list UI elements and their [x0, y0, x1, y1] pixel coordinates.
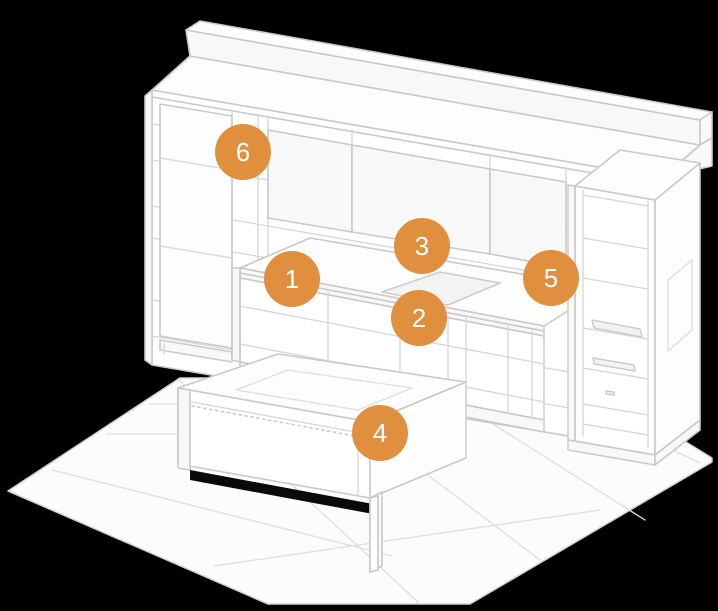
hotspot-label-4: 4 — [372, 418, 388, 448]
hotspot-label-6: 6 — [235, 137, 251, 167]
hotspot-badge-6[interactable]: 6 — [215, 124, 271, 180]
tall-unit — [567, 149, 701, 466]
hotspot-badge-4[interactable]: 4 — [352, 405, 408, 461]
island — [177, 353, 467, 573]
hotspot-badge-1[interactable]: 1 — [264, 251, 320, 307]
run-joint-lines — [543, 184, 569, 451]
hotspot-label-1: 1 — [284, 264, 300, 294]
hotspot-badge-3[interactable]: 3 — [394, 218, 450, 274]
hotspot-badge-2[interactable]: 2 — [391, 290, 447, 346]
hotspot-label-2: 2 — [411, 303, 427, 333]
hotspot-badge-5[interactable]: 5 — [523, 250, 579, 306]
hotspot-label-3: 3 — [414, 231, 430, 261]
hotspot-label-5: 5 — [543, 263, 559, 293]
